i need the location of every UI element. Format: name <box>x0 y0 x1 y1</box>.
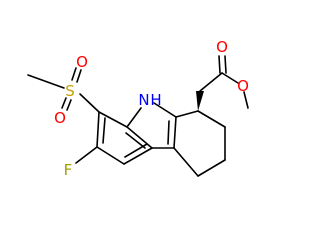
bond-c6-f <box>75 146 98 164</box>
bond-c7-c6-inner <box>102 117 106 144</box>
bond-c4a-c7a <box>126 126 153 149</box>
bond-c9a-c4b <box>173 116 177 149</box>
bond-c9a-c1 <box>175 110 199 118</box>
bond-c9a-c4b-inner <box>167 120 170 145</box>
bond-c3-c4 <box>197 159 226 177</box>
bond-n-c9a <box>153 102 177 118</box>
bond-c1-c2 <box>197 110 226 128</box>
bond-s-c7 <box>79 93 100 113</box>
bond-c-o-double-2 <box>224 55 227 74</box>
bond-ch2-c-o <box>199 72 223 92</box>
bond-c6-c5 <box>96 146 125 165</box>
bond-c4-c4b <box>173 147 199 177</box>
bond-c5-c4a-inner <box>124 143 148 158</box>
bond-c-oester <box>221 72 239 84</box>
atom-o-sulfonyl-top: O <box>76 53 88 71</box>
bond-c7-c6 <box>96 111 100 148</box>
atom-o-sulfonyl-bottom: O <box>54 109 66 127</box>
atom-o-ester: O <box>237 77 249 95</box>
stereo-wedge-bond <box>196 91 204 111</box>
bond-layer <box>27 55 249 177</box>
bond-s-o-top-2 <box>76 69 82 83</box>
bond-s-o-bottom <box>61 97 67 109</box>
bond-c7a-c7 <box>98 111 128 128</box>
bond-oester-ch3 <box>243 91 249 109</box>
atom-o-carbonyl: O <box>216 38 228 56</box>
bond-c7a-n <box>126 107 142 128</box>
molecule-structure: O S O N H F O O <box>27 38 249 179</box>
bond-s-o-bottom-2 <box>66 99 72 111</box>
atom-s-sulfonyl: S <box>65 82 75 100</box>
atom-h-indole: H <box>150 91 161 109</box>
bond-ch3-s <box>27 74 65 89</box>
atom-n-indole: N <box>138 91 149 109</box>
bond-s-o-top <box>71 67 77 81</box>
bond-c-o-double-1 <box>218 55 221 74</box>
bond-c5-c4a <box>123 147 153 165</box>
atom-fluorine: F <box>64 161 73 179</box>
bond-c4a-c7a-inner <box>125 132 146 149</box>
